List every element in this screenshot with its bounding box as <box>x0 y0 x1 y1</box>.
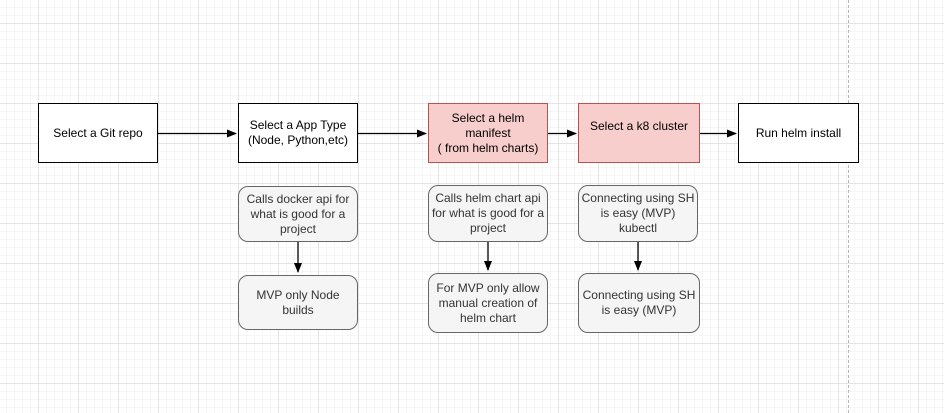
page-break-line <box>848 0 849 413</box>
node-select-git-repo[interactable]: Select a Git repo <box>38 103 158 163</box>
note-mvp-only-node-builds[interactable]: MVP only Node builds <box>238 275 358 330</box>
note-connect-ssh-mvp[interactable]: Connecting using SH is easy (MVP) <box>578 273 700 333</box>
node-select-k8-cluster[interactable]: Select a k8 cluster <box>578 103 700 163</box>
note-connect-ssh-kubectl[interactable]: Connecting using SH is easy (MVP) kubect… <box>578 185 698 242</box>
node-select-app-type[interactable]: Select a App Type (Node, Python,etc) <box>238 103 358 163</box>
note-calls-docker-api[interactable]: Calls docker api for what is good for a … <box>238 186 358 242</box>
node-select-helm-manifest[interactable]: Select a helm manifest ( from helm chart… <box>428 103 548 163</box>
note-calls-helm-chart-api[interactable]: Calls helm chart api for what is good fo… <box>428 185 548 242</box>
note-mvp-manual-helm-chart[interactable]: For MVP only allow manual creation of he… <box>428 273 548 333</box>
node-run-helm-install[interactable]: Run helm install <box>738 103 859 163</box>
